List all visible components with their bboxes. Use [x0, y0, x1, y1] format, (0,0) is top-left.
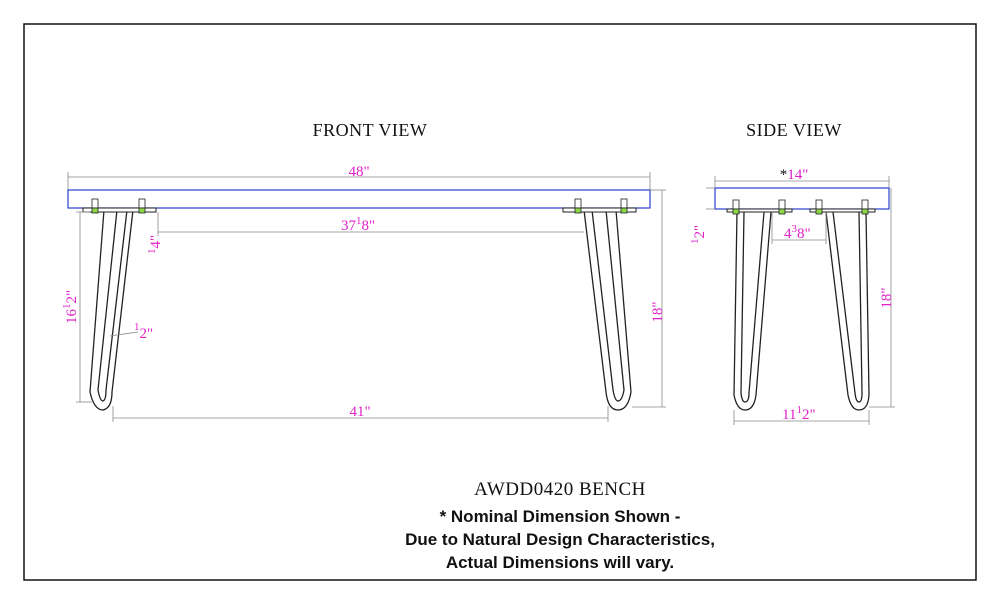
- side-bench-top: [714, 187, 890, 210]
- side-foot-spread-label: 1112": [782, 404, 816, 423]
- front-left-plate: [82, 207, 157, 213]
- front-view: FRONT VIEW 48" 3718": [61, 120, 666, 422]
- note-line-1: * Nominal Dimension Shown -: [440, 507, 681, 526]
- front-overall-height-label: 18": [650, 301, 666, 322]
- front-bench-top: [67, 189, 651, 209]
- drawing-border: [23, 23, 977, 581]
- side-view: SIDE VIEW *14" 12": [689, 120, 895, 425]
- model-label: AWDD0420 BENCH: [474, 479, 646, 500]
- front-leg-spacing-label: 3718": [341, 215, 375, 234]
- front-plate-thickness-label: 14": [146, 235, 164, 254]
- front-left-leg: [89, 209, 134, 411]
- note-line-2: Due to Natural Design Characteristics,: [405, 530, 715, 549]
- drawing-footer: AWDD0420 BENCH * Nominal Dimension Shown…: [405, 479, 715, 572]
- front-leg-height-label: 1612": [61, 290, 80, 324]
- front-bolts: [91, 198, 628, 214]
- side-overall-height-label: 18": [879, 287, 895, 308]
- side-bolts: [732, 199, 869, 215]
- side-left-leg: [733, 211, 772, 411]
- side-depth-label: *14": [780, 167, 809, 183]
- front-view-title: FRONT VIEW: [313, 120, 428, 140]
- front-length-label: 48": [348, 164, 369, 180]
- front-bottom-spacing-label: 41": [349, 404, 370, 420]
- side-view-title: SIDE VIEW: [746, 120, 842, 140]
- front-rod-diameter-label: 12": [134, 321, 153, 342]
- side-top-thickness-label: 12": [689, 225, 708, 244]
- front-right-plate: [562, 207, 637, 213]
- front-right-leg: [583, 209, 632, 411]
- side-leg-spacing-label: 438": [784, 223, 811, 242]
- note-line-3: Actual Dimensions will vary.: [446, 553, 674, 572]
- side-right-leg: [825, 211, 870, 411]
